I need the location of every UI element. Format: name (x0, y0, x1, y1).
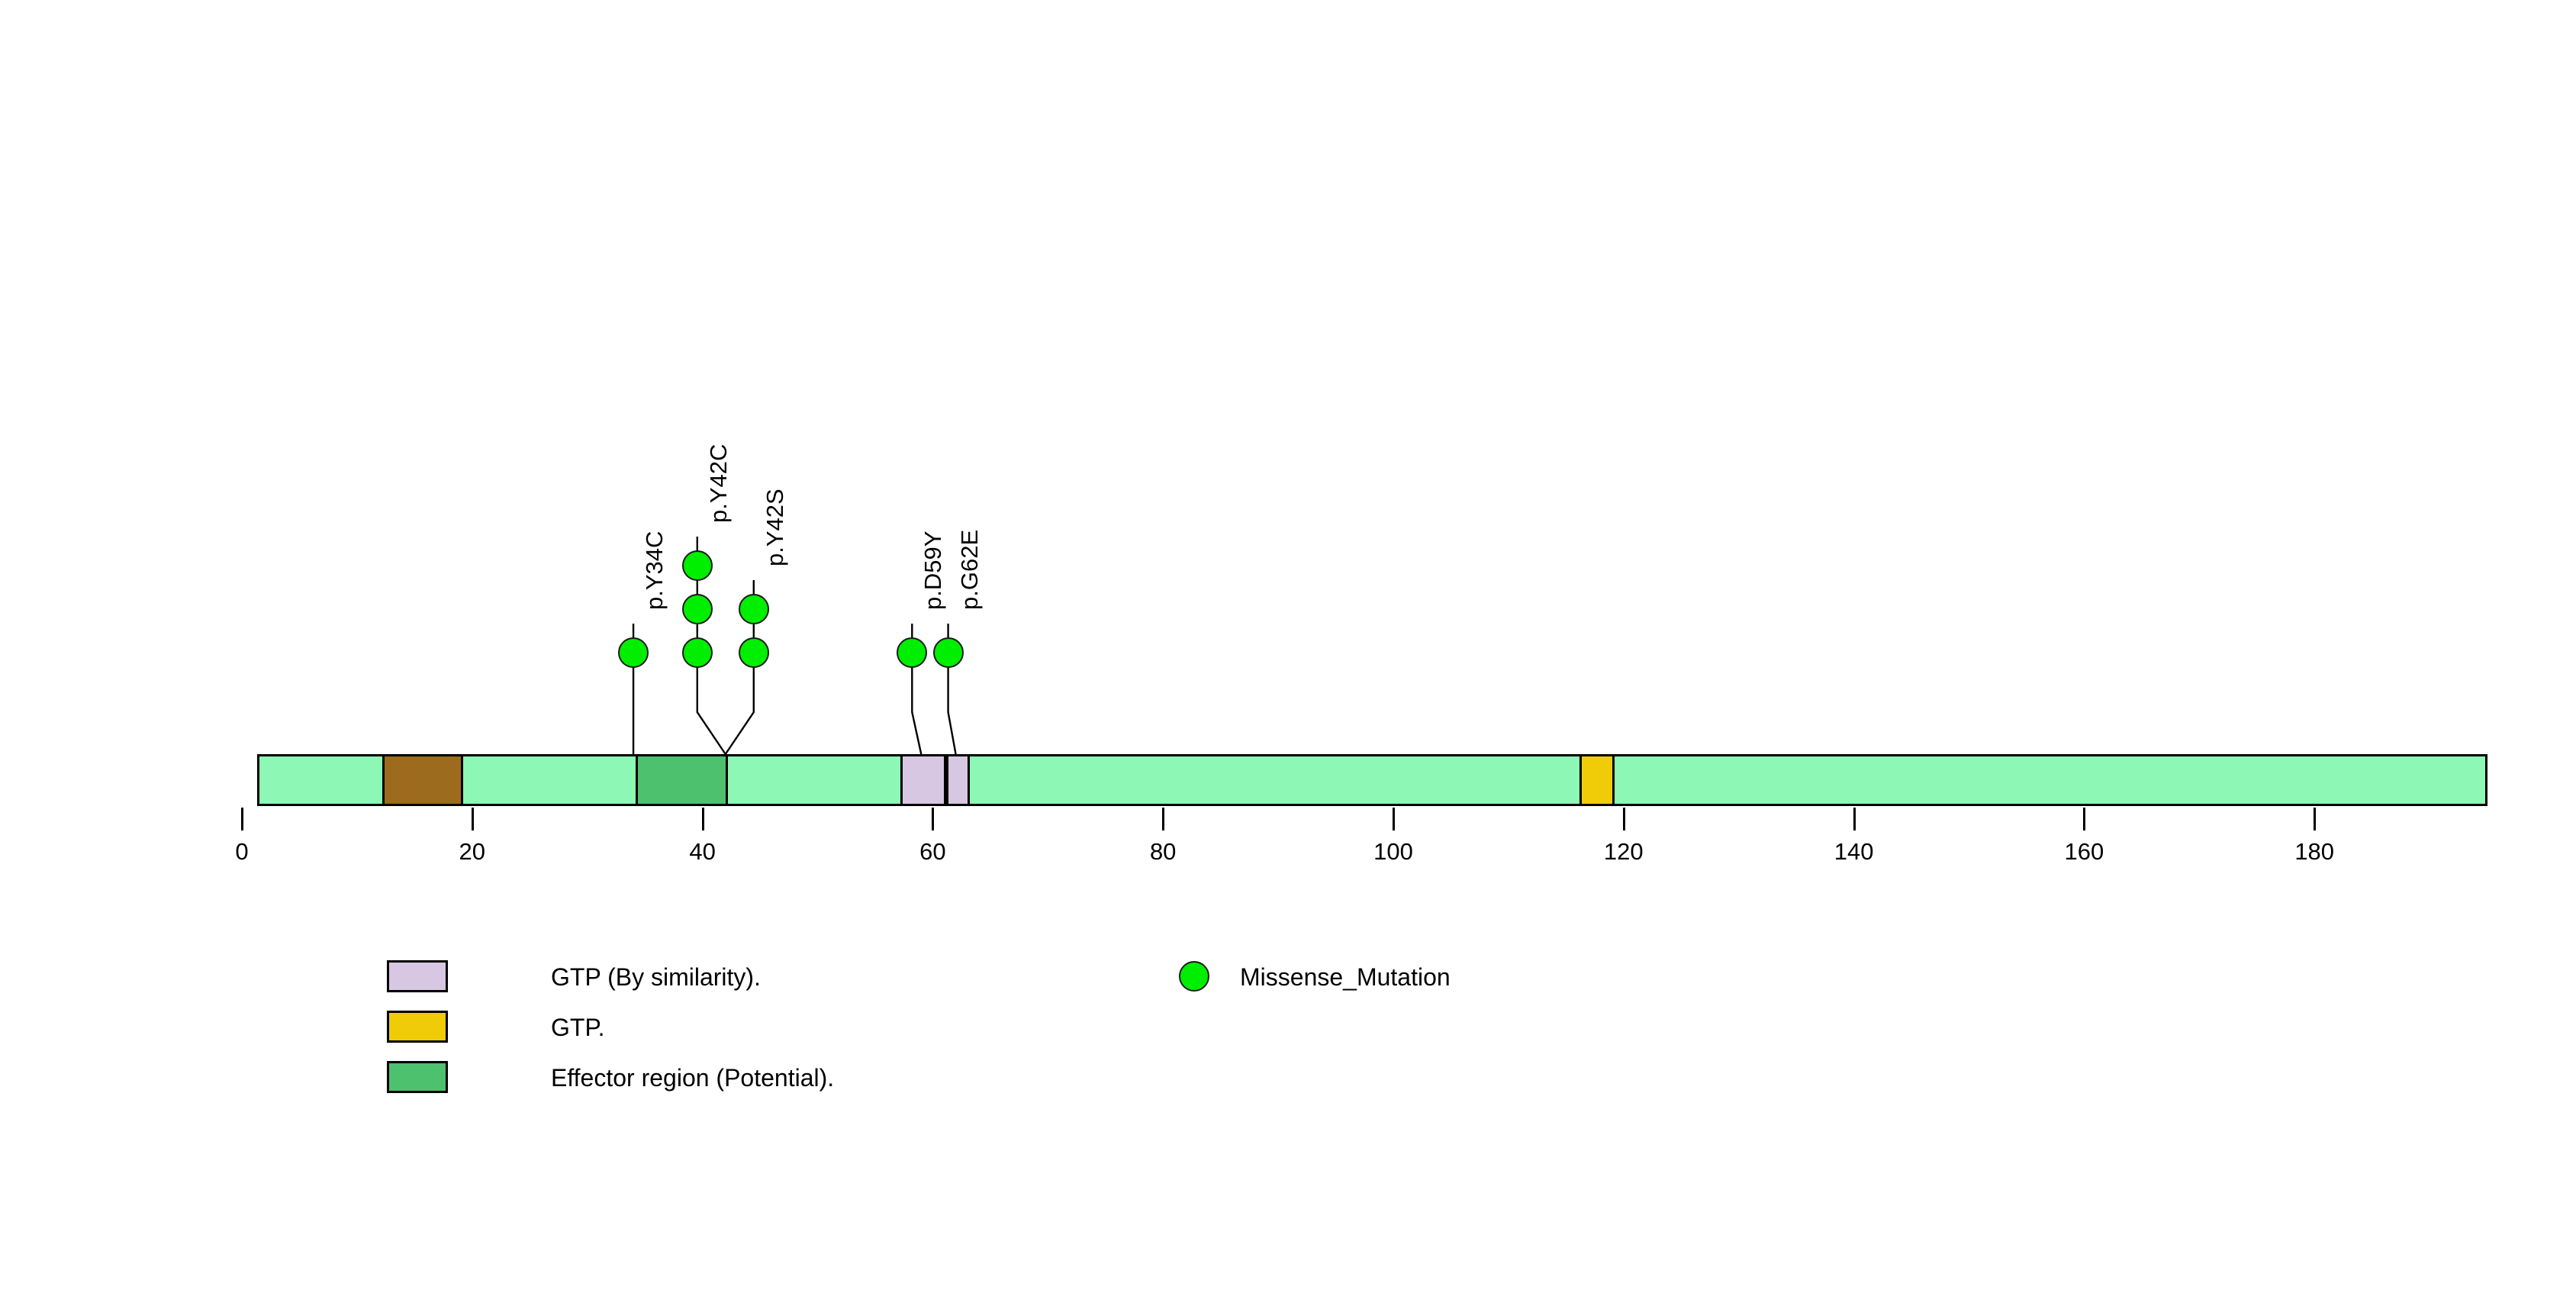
mutation-label: p.G62E (955, 529, 983, 610)
mutation-dot[interactable] (738, 594, 769, 624)
mutation-dot[interactable] (681, 594, 713, 624)
legend-label: Missense_Mutation (1240, 963, 1451, 991)
protein-backbone (256, 754, 2487, 806)
mutation-label: p.Y42C (704, 443, 732, 523)
mutation-dot[interactable] (897, 637, 928, 668)
axis-tick-label: 120 (1603, 838, 1644, 865)
mutation-dot[interactable] (618, 637, 649, 668)
axis-tick-label: 60 (919, 838, 946, 865)
axis-tick-label: 180 (2294, 838, 2335, 865)
axis-tick (2314, 808, 2317, 830)
legend-label: Effector region (Potential). (551, 1064, 835, 1092)
mutation-label: p.D59Y (919, 531, 947, 610)
mutation-dot[interactable] (932, 637, 964, 668)
mutation-label: p.Y42S (761, 489, 788, 566)
axis-tick-label: 20 (459, 838, 486, 865)
axis-tick (1853, 808, 1856, 830)
axis-tick (1162, 808, 1165, 830)
legend-label: GTP (By similarity). (551, 963, 761, 991)
legend-swatch[interactable] (387, 1061, 448, 1093)
domain-segment[interactable] (946, 756, 970, 804)
axis-tick-label: 80 (1149, 838, 1177, 865)
axis-tick-label: 40 (689, 838, 716, 865)
axis-tick-label: 0 (235, 838, 249, 865)
legend-swatch[interactable] (387, 1011, 448, 1043)
mutation-dot[interactable] (681, 637, 713, 668)
axis-tick (1622, 808, 1625, 830)
mutation-dot[interactable] (681, 550, 713, 581)
mutation-label: p.Y34C (641, 531, 668, 610)
legend-swatch[interactable] (387, 960, 448, 992)
axis-tick-label: 100 (1373, 838, 1413, 865)
axis-tick (2083, 808, 2086, 830)
domain-segment[interactable] (636, 756, 728, 804)
axis-tick (241, 808, 243, 830)
axis-tick-label: 160 (2064, 838, 2104, 865)
legend-label: GTP. (551, 1014, 605, 1041)
mutation-dot[interactable] (738, 637, 769, 668)
axis-tick (471, 808, 474, 830)
domain-segment[interactable] (382, 756, 463, 804)
legend-dot[interactable] (1179, 961, 1209, 992)
domain-segment[interactable] (900, 756, 947, 804)
axis-tick (1393, 808, 1395, 830)
axis-tick (701, 808, 704, 830)
domain-segment[interactable] (1579, 756, 1615, 804)
axis-tick-label: 140 (1834, 838, 1874, 865)
axis-tick (932, 808, 935, 830)
